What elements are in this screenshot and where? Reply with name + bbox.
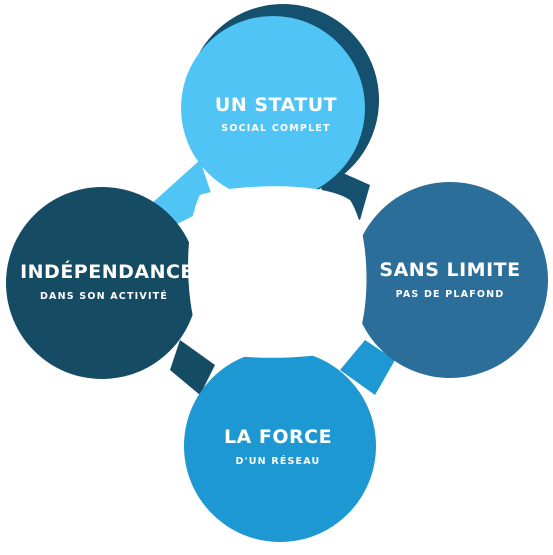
node-right: SANS LIMITE PAS DE PLAFOND: [352, 182, 548, 378]
node-bottom-circle: [184, 350, 376, 542]
node-right-title: SANS LIMITE: [379, 259, 520, 281]
node-right-circle: [352, 182, 548, 378]
connector-left-bottom: [170, 340, 215, 395]
node-top-title: UN STATUT: [215, 94, 337, 116]
center-area: [188, 186, 367, 358]
node-top-circle: [181, 16, 365, 200]
node-left-subtitle: DANS SON ACTIVITÉ: [40, 290, 168, 302]
node-right-subtitle: PAS DE PLAFOND: [396, 289, 505, 300]
node-bottom-subtitle: D'UN RÉSEAU: [236, 455, 321, 467]
node-top: UN STATUT SOCIAL COMPLET: [181, 4, 379, 200]
node-left-circle: [6, 187, 198, 379]
node-bottom-title: LA FORCE: [224, 426, 332, 448]
node-bottom: LA FORCE D'UN RÉSEAU: [184, 350, 376, 542]
node-top-subtitle: SOCIAL COMPLET: [221, 123, 330, 134]
node-left: INDÉPENDANCE DANS SON ACTIVITÉ: [6, 187, 198, 379]
connector-right-bottom: [340, 340, 395, 395]
node-left-title: INDÉPENDANCE: [20, 260, 194, 283]
